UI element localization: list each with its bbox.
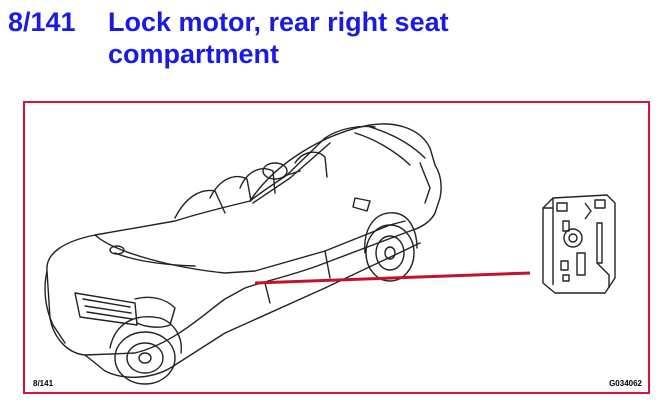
section-title: Lock motor, rear right seat compartment [108, 7, 449, 69]
section-code: 8/141 [8, 7, 76, 37]
figure-id: G034062 [609, 379, 642, 388]
illustration-svg [44, 123, 616, 385]
lock-motor-drawing [542, 194, 616, 294]
pointer-line [254, 271, 531, 285]
figure-reference: 8/141 [33, 379, 54, 388]
convertible-car-drawing [44, 123, 442, 385]
illustration-frame: 8/141 G034062 [23, 101, 650, 394]
